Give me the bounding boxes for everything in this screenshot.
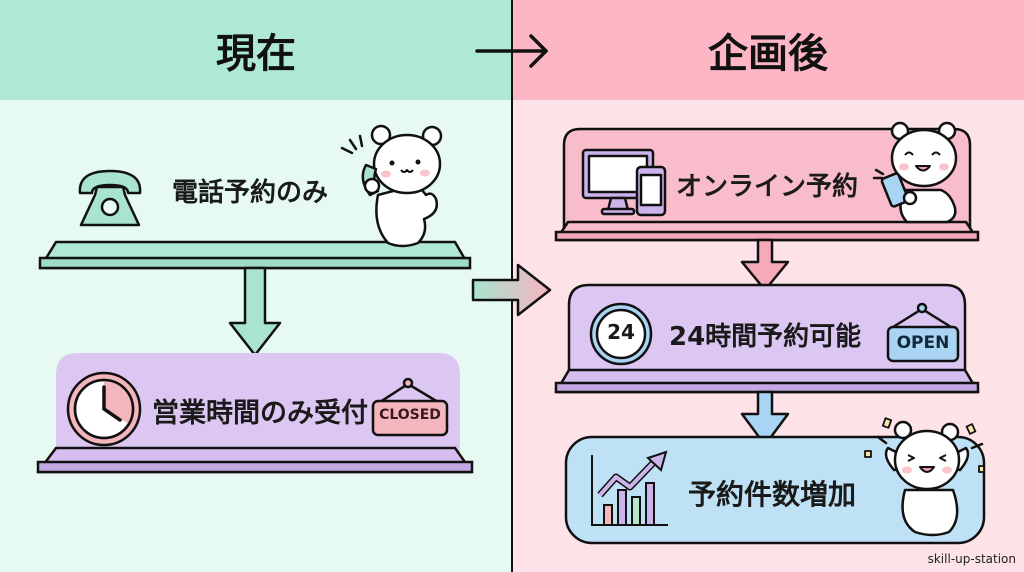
after-step3-pill <box>564 435 986 545</box>
bear-tablet-icon <box>872 121 958 224</box>
bear-celebrate-icon <box>864 417 985 537</box>
after-down-arrow2-icon <box>740 390 790 447</box>
before-panel: 現在 <box>0 0 512 572</box>
transition-arrow-icon <box>471 263 552 317</box>
clock-24-icon <box>589 302 653 366</box>
before-down-arrow-icon <box>228 266 282 357</box>
watermark: skill-up-station <box>927 552 1016 566</box>
open-sign-text: OPEN <box>896 333 950 353</box>
before-step2-board <box>36 353 474 474</box>
bear-phone-icon <box>340 124 443 248</box>
before-title: 現在 <box>216 31 296 77</box>
header-arrow-icon <box>475 34 548 68</box>
after-step1-label: オンライン予約 <box>676 172 859 202</box>
after-step2-label: 24時間予約可能 <box>669 322 862 352</box>
devices-icon <box>581 148 667 217</box>
before-step1-label: 電話予約のみ <box>172 178 329 208</box>
after-down-arrow1-icon <box>740 238 790 292</box>
after-step3-label: 予約件数増加 <box>688 478 857 511</box>
closed-sign-icon <box>371 377 449 437</box>
open-sign-icon <box>886 302 960 363</box>
closed-sign-text: CLOSED <box>379 407 441 423</box>
before-step1-shelf <box>38 240 472 270</box>
before-step2-label: 営業時間のみ受付 <box>152 398 368 429</box>
after-step2-board <box>554 283 980 394</box>
clock-24-text: 24 <box>607 320 635 344</box>
after-header: 企画後 <box>512 0 1024 100</box>
growth-chart-icon <box>591 450 668 526</box>
clock-icon <box>66 371 142 447</box>
after-title: 企画後 <box>708 31 828 77</box>
telephone-icon <box>78 169 142 227</box>
before-header: 現在 <box>0 0 512 100</box>
